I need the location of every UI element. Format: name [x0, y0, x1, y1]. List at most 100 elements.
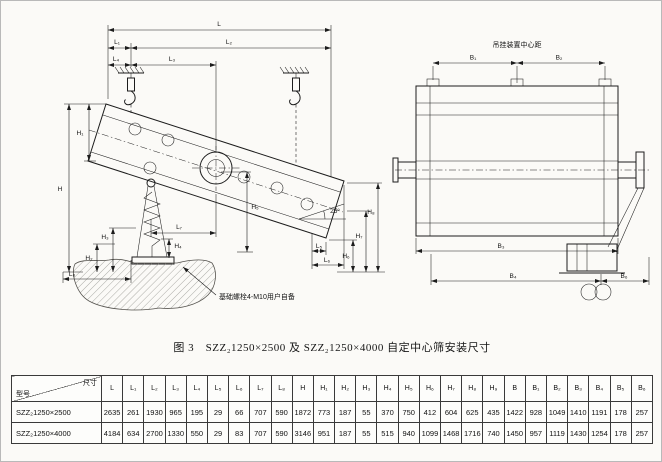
suspension-hook-left: [114, 66, 145, 113]
dim-H2: H₂: [85, 255, 93, 262]
column-header: H: [291, 375, 314, 402]
value-cell: 634: [122, 422, 145, 444]
corner-label-size: 尺寸: [83, 380, 97, 387]
value-cell: 1422: [503, 401, 526, 423]
value-cell: 625: [461, 401, 484, 423]
dim-H5: H₅: [251, 204, 259, 211]
dim-B1: B₁: [470, 55, 477, 62]
figure-caption: 图 3 SZZ₂1250×2500 及 SZZ₂1250×4000 自定中心筛安…: [173, 342, 491, 354]
value-cell: 3146: [291, 422, 314, 444]
column-header: B₃: [567, 375, 590, 402]
column-header: B₄: [588, 375, 611, 402]
value-cell: 29: [206, 401, 230, 423]
value-cell: 707: [249, 422, 272, 444]
motor-drive: [559, 187, 645, 301]
model-cell: SZZ₂1250×4000: [11, 422, 102, 444]
column-header: B₁: [524, 375, 547, 402]
column-header: H₅: [397, 375, 420, 402]
value-cell: 435: [482, 401, 505, 423]
value-cell: 515: [376, 422, 399, 444]
value-cell: 195: [185, 401, 208, 423]
value-cell: 773: [312, 401, 336, 423]
value-cell: 928: [524, 401, 547, 423]
screen-body: [87, 103, 345, 239]
column-header: B₅: [609, 375, 632, 402]
value-cell: 187: [334, 401, 357, 423]
dim-L6: L₆: [324, 257, 331, 264]
value-cell: 1468: [439, 422, 463, 444]
value-cell: 1410: [567, 401, 590, 423]
column-header: L₅: [206, 375, 230, 402]
dim-H3: H₃: [101, 234, 109, 241]
value-cell: 178: [609, 422, 632, 444]
value-cell: 1049: [545, 401, 569, 423]
value-cell: 550: [185, 422, 208, 444]
column-header: H₂: [334, 375, 357, 402]
value-cell: 590: [270, 401, 293, 423]
column-header: L₇: [249, 375, 272, 402]
support-stand: [131, 178, 175, 265]
column-header: L₆: [228, 375, 251, 402]
middle-dimensions: L₇ H₄ H₅: [150, 171, 259, 258]
value-cell: 1430: [567, 422, 590, 444]
value-cell: 412: [418, 401, 442, 423]
dim-L3: L₃: [169, 56, 176, 63]
value-cell: 951: [312, 422, 336, 444]
end-view-drawing: 吊挂装置中心距 B₁ B₂: [392, 40, 651, 301]
corner-label-model: 型号: [16, 391, 30, 398]
suspension-hook-right: [279, 66, 310, 166]
column-header: L₃: [164, 375, 187, 402]
end-view-title: 吊挂装置中心距: [493, 40, 542, 49]
hanger-center-dimensions: B₁ B₂: [432, 55, 606, 83]
value-cell: 707: [249, 401, 272, 423]
value-cell: 2635: [100, 401, 124, 423]
value-cell: 55: [355, 401, 378, 423]
discharge-dimensions: 25° L₅ L₆ H₆ H₇ H₈: [298, 182, 385, 273]
dim-H: H: [58, 186, 63, 193]
column-header: L₈: [270, 375, 293, 402]
model-cell: SZZ₂1250×2500: [11, 401, 102, 423]
value-cell: 940: [397, 422, 420, 444]
column-header: L: [100, 375, 124, 402]
value-cell: 261: [122, 401, 145, 423]
column-header: H₃: [355, 375, 378, 402]
column-header: H₈: [461, 375, 484, 402]
column-header: B: [503, 375, 526, 402]
dim-angle: 25°: [330, 207, 340, 215]
column-header: L₄: [185, 375, 208, 402]
value-cell: 2700: [143, 422, 166, 444]
screen-box-end-view: [392, 78, 651, 237]
dim-L: L: [217, 21, 221, 28]
dim-L7: L₇: [176, 224, 182, 231]
value-cell: 1872: [291, 401, 314, 423]
value-cell: 83: [228, 422, 251, 444]
value-cell: 178: [609, 401, 632, 423]
dim-B2: B₂: [556, 55, 563, 62]
foundation-note: 基础螺栓4-M10用户自备: [182, 266, 295, 301]
value-cell: 1119: [545, 422, 569, 444]
foundation-mound: [72, 258, 216, 311]
side-view-drawing: L L₁ L₂ L₄ L₃ H₁ H H₂: [58, 21, 385, 311]
value-cell: 1330: [164, 422, 187, 444]
value-cell: 187: [334, 422, 357, 444]
value-cell: 257: [630, 401, 654, 423]
value-cell: 1716: [461, 422, 484, 444]
dim-B6: B₆: [621, 273, 628, 280]
dim-B4: B₄: [510, 273, 517, 280]
dim-L8: L₈: [69, 271, 76, 278]
value-cell: 604: [439, 401, 463, 423]
table-corner-cell: 尺寸 型号: [11, 375, 102, 402]
value-cell: 29: [206, 422, 230, 444]
column-header: B₂: [545, 375, 569, 402]
dim-H8: H₈: [367, 209, 375, 216]
top-dimensions: L L₁ L₂ L₄ L₃: [107, 21, 332, 177]
value-cell: 590: [270, 422, 293, 444]
column-header: H₄: [376, 375, 399, 402]
left-dimensions: H₁ H H₂ H₃ L₈: [58, 103, 136, 283]
exciter-bearing-circle: [192, 146, 240, 191]
